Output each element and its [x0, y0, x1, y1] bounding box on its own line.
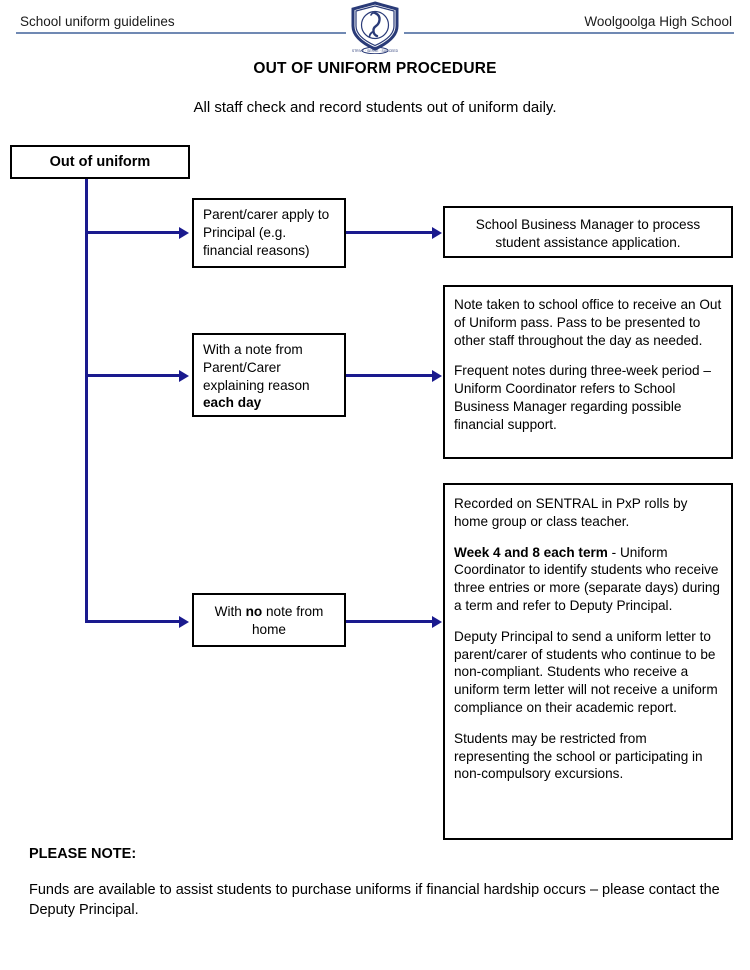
flow-condition-box-1: Parent/carer apply to Principal (e.g. fi… [192, 198, 346, 268]
flow-outcome-2-paragraph-2: Frequent notes during three-week period … [454, 363, 711, 432]
flow-condition-2-text-normal: With a note from Parent/Carer explaining… [203, 342, 310, 393]
flow-branch-3-arrowhead [179, 616, 189, 628]
svg-text:STRIVE · SERVE · SUCCEED: STRIVE · SERVE · SUCCEED [352, 49, 399, 53]
flow-branch-2-outcome-arrowhead [432, 370, 442, 382]
header-right-text: Woolgoolga High School [584, 14, 732, 29]
flow-outcome-box-2: Note taken to school office to receive a… [443, 285, 733, 459]
flow-condition-3-text: With no note from home [203, 603, 335, 639]
flow-outcome-3-paragraph-2: Week 4 and 8 each term - Uniform Coordin… [454, 544, 722, 615]
header-rule-right [404, 32, 734, 34]
flow-outcome-3-paragraph-1: Recorded on SENTRAL in PxP rolls by home… [454, 496, 688, 529]
flow-branch-1-arrowhead [179, 227, 189, 239]
header-rule-left [16, 32, 346, 34]
flow-outcome-box-1: School Business Manager to process stude… [443, 206, 733, 258]
flow-branch-1-outcome-horizontal [346, 231, 432, 234]
flow-trunk-vertical [85, 179, 88, 623]
flow-condition-2-text: With a note from Parent/Carer explaining… [203, 341, 335, 412]
flow-outcome-3-bold-lead: Week 4 and 8 each term [454, 544, 608, 560]
flow-branch-1-outcome-arrowhead [432, 227, 442, 239]
page-header: School uniform guidelines Woolgoolga Hig… [0, 0, 750, 55]
flow-condition-3-text-bold: no [245, 604, 263, 619]
page-title: OUT OF UNIFORM PROCEDURE [253, 60, 497, 77]
flow-branch-3-outcome-horizontal [346, 620, 432, 623]
flow-branch-2-outcome-horizontal [346, 374, 432, 377]
flow-start-label: Out of uniform [49, 153, 151, 170]
flow-branch-2-horizontal [85, 374, 179, 377]
flow-condition-2-text-bold: each day [203, 395, 262, 411]
flow-outcome-3-paragraph-3: Deputy Principal to send a uniform lette… [454, 628, 718, 715]
flow-condition-box-3: With no note from home [192, 593, 346, 647]
flow-outcome-3-after-bold: - Uniform Coordinator to identify studen… [454, 544, 720, 613]
flow-outcome-3-paragraph-4: Students may be restricted from represen… [454, 730, 703, 782]
flow-condition-3-text-suffix: note from home [251, 604, 324, 637]
flow-outcome-box-3: Recorded on SENTRAL in PxP rolls by home… [443, 483, 733, 840]
footer-note-body: Funds are available to assist students t… [29, 882, 720, 918]
flow-branch-1-horizontal [85, 231, 179, 234]
flow-branch-3-horizontal [85, 620, 179, 623]
flow-outcome-2-paragraph-1: Note taken to school office to receive a… [454, 297, 722, 348]
please-note-heading: PLEASE NOTE: [29, 846, 137, 862]
flow-outcome-1-paragraph-1: School Business Manager to process stude… [475, 217, 701, 250]
flow-branch-2-arrowhead [179, 370, 189, 382]
school-crest-icon: STRIVE · SERVE · SUCCEED [341, 0, 409, 55]
flow-branch-3-outcome-arrowhead [432, 616, 442, 628]
flow-condition-1-text: Parent/carer apply to Principal (e.g. fi… [203, 207, 330, 258]
flow-start-node: Out of uniform [10, 145, 190, 179]
flow-condition-3-text-prefix: With [214, 604, 246, 619]
flow-condition-box-2: With a note from Parent/Carer explaining… [192, 333, 346, 417]
header-left-text: School uniform guidelines [20, 14, 175, 29]
page-subtitle: All staff check and record students out … [193, 99, 557, 116]
